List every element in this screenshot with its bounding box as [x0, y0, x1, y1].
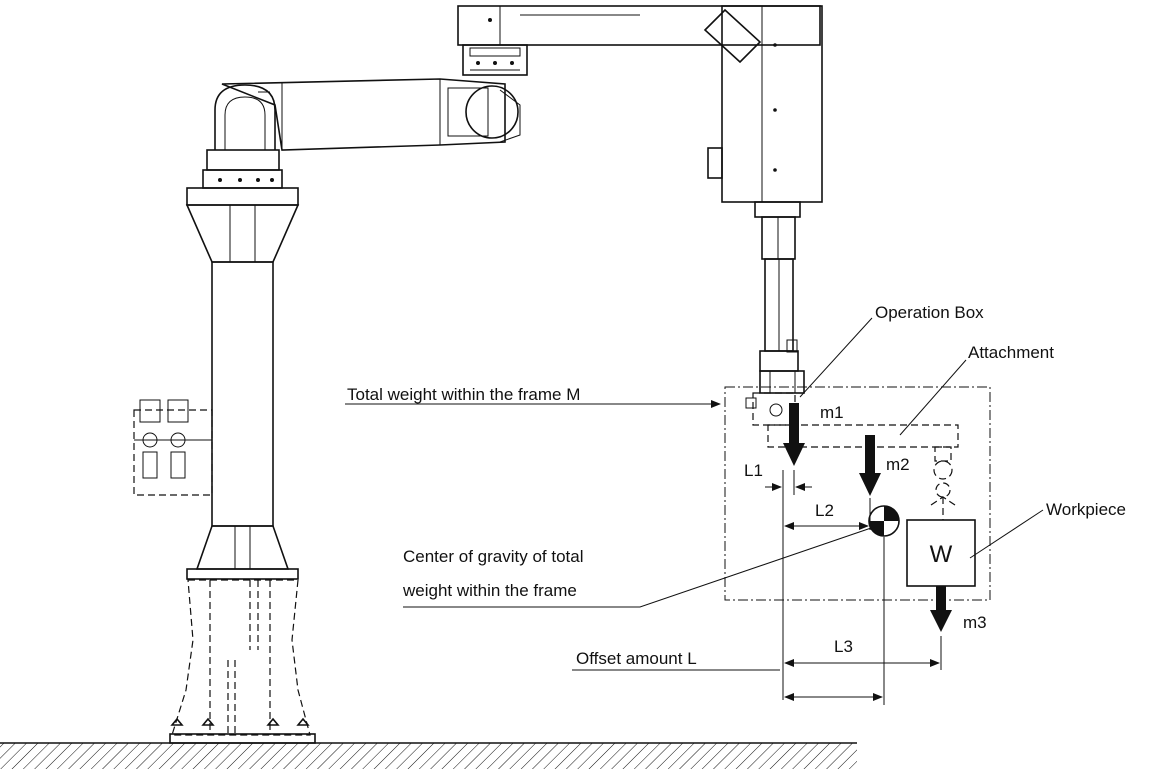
l1-label: L1	[744, 461, 763, 480]
workpiece-label: Workpiece	[1046, 500, 1126, 519]
ground	[0, 742, 857, 769]
load-arrow-m1	[783, 403, 805, 466]
l3-label: L3	[834, 637, 853, 656]
m2-label: m2	[886, 455, 910, 474]
m1-label: m1	[820, 403, 844, 422]
workpiece-box	[906, 519, 976, 587]
swivel-head	[202, 84, 283, 189]
load-arrow-m2	[859, 435, 881, 496]
attachment-bar	[767, 424, 959, 448]
attachment-label: Attachment	[968, 343, 1054, 362]
l2-label: L2	[815, 501, 834, 520]
m3-label: m3	[963, 613, 987, 632]
leader-operation-box	[799, 317, 873, 398]
workpiece-symbol: W	[930, 541, 953, 568]
vertical-shaft	[754, 201, 801, 372]
cog-label-line2: weight within the frame	[402, 581, 577, 600]
hook-gripper	[930, 446, 956, 520]
leader-center-of-gravity	[403, 526, 875, 608]
operation-box-label: Operation Box	[875, 303, 984, 322]
column	[185, 187, 300, 580]
air-unit	[133, 399, 213, 496]
load-arrow-m3	[930, 586, 952, 632]
leader-attachment	[899, 359, 967, 436]
total-weight-frame	[724, 386, 991, 601]
offset-label: Offset amount L	[576, 649, 697, 668]
leader-workpiece	[969, 509, 1044, 559]
elbow-joint	[462, 44, 528, 76]
cog-label-line1: Center of gravity of total	[403, 547, 583, 566]
first-arm	[221, 78, 521, 151]
column-base	[169, 579, 316, 744]
second-arm	[457, 5, 821, 46]
center-of-gravity-icon	[868, 505, 900, 537]
total-weight-label: Total weight within the frame M	[347, 385, 580, 404]
drive-unit	[703, 5, 823, 203]
